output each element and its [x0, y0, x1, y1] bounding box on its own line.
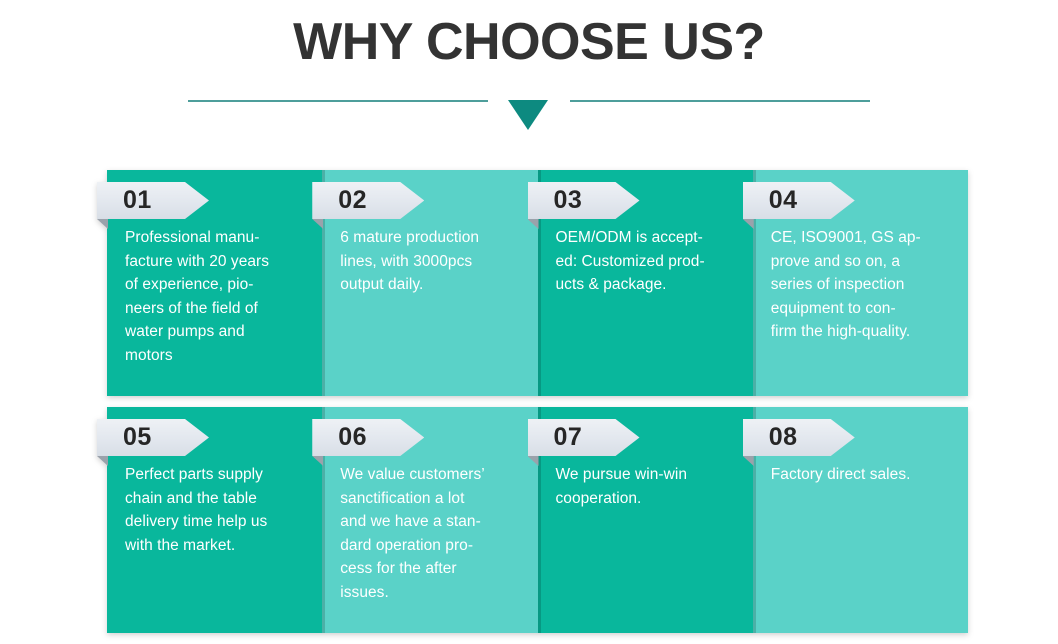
feature-card-01[interactable]: 01 Professional manu- facture with 20 ye… — [97, 170, 323, 396]
card-text: Perfect parts supply chain and the table… — [125, 466, 268, 554]
card-seam — [322, 170, 326, 396]
ribbon-tail-icon — [527, 219, 539, 229]
card-text: OEM/ODM is accept- ed: Customized prod- … — [555, 229, 705, 293]
feature-card-03[interactable]: 03 OEM/ODM is accept- ed: Customized pro… — [527, 170, 753, 396]
ribbon-badge: 07 — [527, 419, 640, 456]
ribbon-badge: 05 — [97, 419, 209, 456]
card-number: 05 — [123, 423, 152, 451]
header: WHY CHOOSE US? — [0, 0, 1058, 170]
ribbon-badge: 08 — [742, 419, 855, 456]
ribbon-tail-icon — [97, 219, 108, 229]
feature-card-07[interactable]: 07 We pursue win-win cooperation. — [527, 407, 753, 633]
feature-card-05[interactable]: 05 Perfect parts supply chain and the ta… — [97, 407, 323, 633]
ribbon-tail-icon — [742, 456, 754, 466]
ribbon-tail-icon — [527, 456, 539, 466]
ribbon-badge: 04 — [742, 182, 855, 219]
card-number: 08 — [768, 423, 798, 451]
title-divider — [0, 90, 1058, 134]
card-text: 6 mature production lines, with 3000pcs … — [340, 229, 480, 293]
card-seam — [752, 170, 756, 396]
ribbon-tail-icon — [312, 219, 324, 229]
ribbon-badge: 01 — [97, 182, 209, 219]
card-number: 07 — [553, 423, 583, 451]
ribbon-tail-icon — [97, 456, 108, 466]
ribbon-badge: 02 — [312, 182, 425, 219]
divider-line-right — [570, 100, 870, 102]
card-seam — [537, 407, 541, 633]
card-seam — [322, 407, 326, 633]
card-number: 06 — [338, 423, 368, 451]
ribbon-tail-icon — [742, 219, 754, 229]
ribbon-badge: 03 — [527, 182, 640, 219]
card-text: CE, ISO9001, GS ap- prove and so on, a s… — [770, 229, 921, 340]
feature-card-02[interactable]: 02 6 mature production lines, with 3000p… — [312, 170, 538, 396]
card-seam — [752, 407, 756, 633]
ribbon-badge: 06 — [312, 419, 425, 456]
card-text: We value customers’ sanctification a lot… — [340, 466, 485, 601]
feature-row-2: 05 Perfect parts supply chain and the ta… — [97, 407, 968, 633]
feature-card-06[interactable]: 06 We value customers’ sanctification a … — [312, 407, 538, 633]
card-text: We pursue win-win cooperation. — [555, 466, 688, 507]
card-text: Factory direct sales. — [770, 466, 911, 483]
card-number: 04 — [768, 186, 798, 214]
card-number: 03 — [553, 186, 583, 214]
card-number: 01 — [123, 186, 152, 214]
page-title: WHY CHOOSE US? — [293, 13, 765, 71]
feature-row-1: 01 Professional manu- facture with 20 ye… — [97, 170, 968, 396]
down-triangle-icon — [508, 100, 548, 130]
feature-card-08[interactable]: 08 Factory direct sales. — [742, 407, 968, 633]
divider-line-left — [188, 100, 488, 102]
card-text: Professional manu- facture with 20 years… — [125, 229, 270, 364]
feature-card-04[interactable]: 04 CE, ISO9001, GS ap- prove and so on, … — [742, 170, 968, 396]
card-number: 02 — [338, 186, 368, 214]
feature-grid: 01 Professional manu- facture with 20 ye… — [97, 170, 968, 633]
card-seam — [537, 170, 541, 396]
ribbon-tail-icon — [312, 456, 324, 466]
